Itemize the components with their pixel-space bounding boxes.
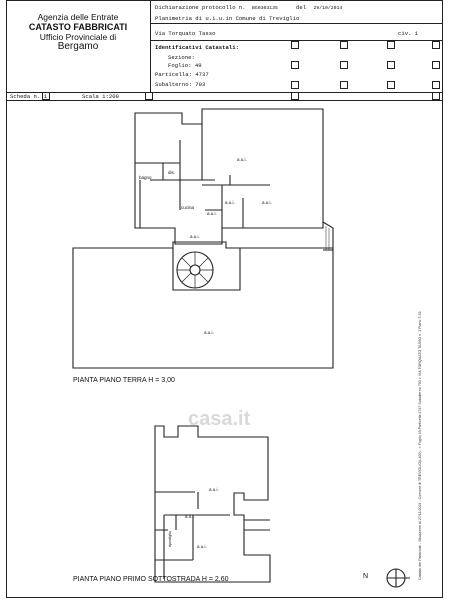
spiral-stair — [176, 251, 214, 289]
room-label-aui: a.u.i. — [207, 211, 217, 216]
room-label-aui: a.u.i. — [209, 487, 219, 492]
catasto-title: CATASTO FABBRICATI — [28, 22, 128, 32]
declaration-del: del — [296, 4, 307, 11]
room-label-cucina: cucina — [181, 205, 195, 210]
declaration-date: 29/10/2014 — [313, 6, 343, 11]
check-box — [42, 92, 50, 100]
address: Via Torquato Tasso — [155, 30, 216, 37]
ground-floor-upper-block — [134, 108, 324, 245]
subalterno: Subalterno: 703 — [155, 81, 206, 88]
declaration-line: Dichiarazione protocollo n. BG0303135 — [155, 4, 278, 12]
check-box — [387, 41, 395, 49]
header-rule — [6, 92, 443, 93]
scale: Scala 1:200 — [82, 93, 119, 100]
room-label-aui: a.u.i. — [204, 330, 214, 335]
civic-number: civ. 1 — [398, 30, 419, 37]
check-box — [291, 81, 299, 89]
north-label: N — [363, 573, 369, 580]
room-label-ripostiglio: ripostiglio — [168, 530, 172, 547]
header-rule — [150, 23, 443, 24]
check-box — [432, 41, 440, 49]
room-label-aui: a.u.i. — [190, 234, 200, 239]
watermark: casa.it — [188, 408, 251, 430]
side-text: Catasto dei Fabbricati - Situazione al 2… — [418, 311, 422, 580]
header-rule — [150, 40, 443, 41]
check-box — [432, 92, 440, 100]
identificativi-title: Identificativi Catastali: — [155, 44, 239, 51]
check-box — [432, 61, 440, 69]
check-box — [340, 61, 348, 69]
basement-caption: PIANTA PIANO PRIMO SOTTOSTRADA H = 2,60 — [73, 576, 229, 583]
check-box — [340, 41, 348, 49]
sezione: Sezione: — [168, 54, 195, 61]
check-box — [432, 81, 440, 89]
room-label-bagno: bagno — [139, 175, 152, 180]
external-stair — [322, 221, 334, 251]
basement-block — [154, 425, 271, 583]
check-box — [145, 92, 153, 100]
room-label-disimpegno: dis. — [168, 170, 176, 175]
agency-block: Agenzia delle Entrate CATASTO FABBRICATI… — [6, 12, 150, 52]
declaration-date-line: del 29/10/2014 — [296, 4, 342, 12]
room-label-aui: a.u.i. — [225, 200, 235, 205]
office-label: Ufficio Provinciale di — [39, 32, 117, 42]
ground-floor-caption: PIANTA PIANO TERRA H = 3,00 — [73, 377, 175, 384]
room-label-aui: a.u.i. — [262, 200, 272, 205]
check-box — [387, 61, 395, 69]
sheet-frame — [6, 0, 443, 598]
room-label-aui: a.u.i. — [185, 514, 195, 519]
check-box — [291, 41, 299, 49]
check-box — [340, 81, 348, 89]
ground-floor-lower-block — [72, 241, 334, 369]
agency-name: Agenzia delle Entrate — [37, 12, 119, 22]
check-box — [291, 92, 299, 100]
foglio: Foglio: 49 — [168, 62, 202, 69]
room-label-aui: a.u.i. — [237, 157, 247, 162]
room-label-aui: a.u.i. — [197, 544, 207, 549]
header-rule — [6, 100, 443, 101]
province-name: Bergamo — [57, 41, 99, 52]
check-box — [387, 81, 395, 89]
planimetria-title: Planimetria di u.i.u.in Comune di Trevig… — [155, 15, 300, 22]
scheda-number: Scheda n. 1 — [10, 93, 47, 100]
particella: Particella: 4737 — [155, 71, 209, 78]
declaration-number: BG0303135 — [252, 6, 278, 11]
header-divider — [150, 0, 151, 92]
north-arrow — [386, 568, 410, 588]
check-box — [291, 61, 299, 69]
declaration-label: Dichiarazione protocollo n. — [155, 4, 246, 11]
